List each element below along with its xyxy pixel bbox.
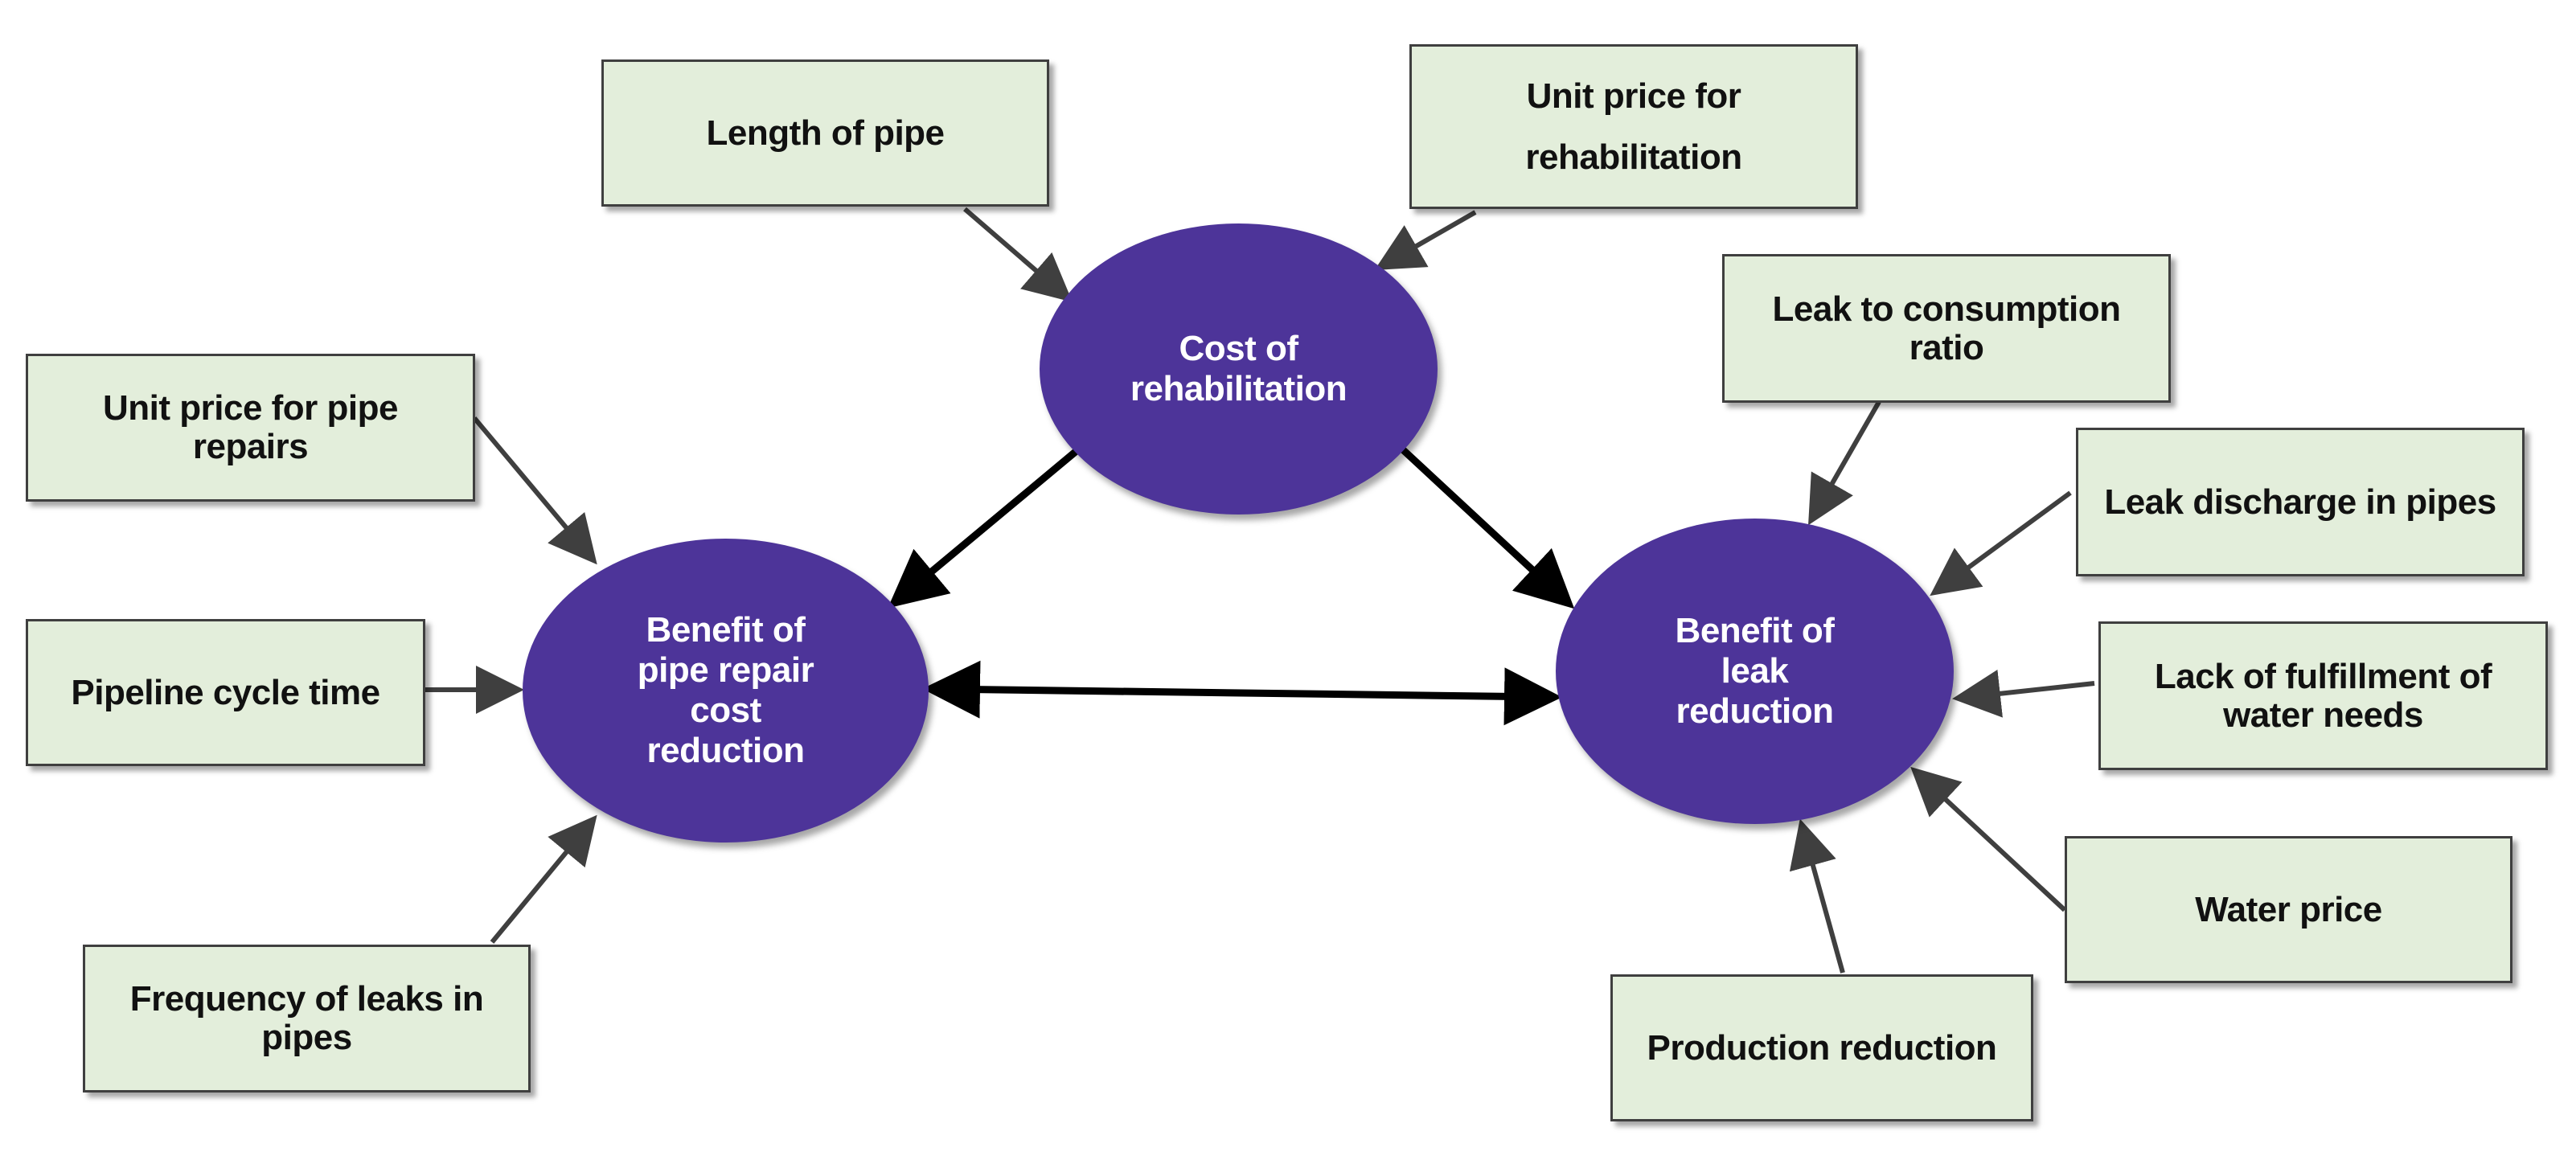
box-water-price-label: Water price xyxy=(2195,889,2382,929)
arrow-consumption-to-leak xyxy=(1808,400,1881,526)
box-unit-price-pipe-repairs: Unit price for pipe repairs xyxy=(26,354,475,502)
arrow-cost-to-leak xyxy=(1394,441,1575,609)
box-unit-price-rehabilitation: Unit price for rehabilitation xyxy=(1409,44,1858,209)
box-length-of-pipe: Length of pipe xyxy=(601,59,1049,207)
box-frequency-of-leaks-label: Frequency of leaks in pipes xyxy=(129,979,484,1057)
arrow-cost-to-piperepair xyxy=(888,447,1080,609)
arrow-discharge-to-leak xyxy=(1930,490,2072,596)
box-pipeline-cycle-time: Pipeline cycle time xyxy=(26,619,425,766)
box-water-price: Water price xyxy=(2065,836,2512,983)
arrow-production-to-leak xyxy=(1789,818,1845,974)
box-length-of-pipe-label: Length of pipe xyxy=(706,113,945,153)
box-production-reduction: Production reduction xyxy=(1610,974,2033,1121)
arrow-length-to-cost xyxy=(963,207,1073,302)
arrow-piperepair-leak-bidirectional xyxy=(922,660,1562,726)
node-benefit-pipe-repair: Benefit of pipe repair cost reduction xyxy=(523,539,929,842)
node-benefit-leak-reduction: Benefit of leak reduction xyxy=(1556,519,1954,824)
node-leak-reduction-label: Benefit of leak reduction xyxy=(1675,611,1835,731)
box-frequency-of-leaks: Frequency of leaks in pipes xyxy=(83,945,531,1093)
box-lack-of-fulfillment-label: Lack of fulfillment of water needs xyxy=(2154,656,2492,735)
node-cost-of-rehabilitation: Cost of rehabilitation xyxy=(1040,223,1438,515)
box-pipeline-cycle-time-label: Pipeline cycle time xyxy=(71,672,380,712)
arrow-fulfillment-to-leak xyxy=(1952,669,2095,718)
node-cost-label: Cost of rehabilitation xyxy=(1130,329,1347,408)
box-production-reduction-label: Production reduction xyxy=(1647,1027,1997,1068)
box-leak-to-consumption-ratio-label: Leak to consumption ratio xyxy=(1772,289,2121,367)
arrow-unitrehab-to-cost xyxy=(1374,210,1477,270)
box-leak-discharge-in-pipes-label: Leak discharge in pipes xyxy=(2104,482,2496,522)
node-pipe-repair-label: Benefit of pipe repair cost reduction xyxy=(637,610,814,770)
box-unit-price-pipe-repairs-label: Unit price for pipe repairs xyxy=(103,388,398,466)
arrow-freq-to-piperepair xyxy=(490,814,597,944)
arrow-unitrepairs-to-piperepair xyxy=(472,416,597,565)
box-leak-to-consumption-ratio: Leak to consumption ratio xyxy=(1722,254,2171,403)
box-leak-discharge-in-pipes: Leak discharge in pipes xyxy=(2076,428,2525,576)
box-lack-of-fulfillment: Lack of fulfillment of water needs xyxy=(2098,621,2548,770)
box-unit-price-rehabilitation-label: Unit price for rehabilitation xyxy=(1525,76,1742,177)
arrow-waterprice-to-leak xyxy=(1910,766,2067,912)
